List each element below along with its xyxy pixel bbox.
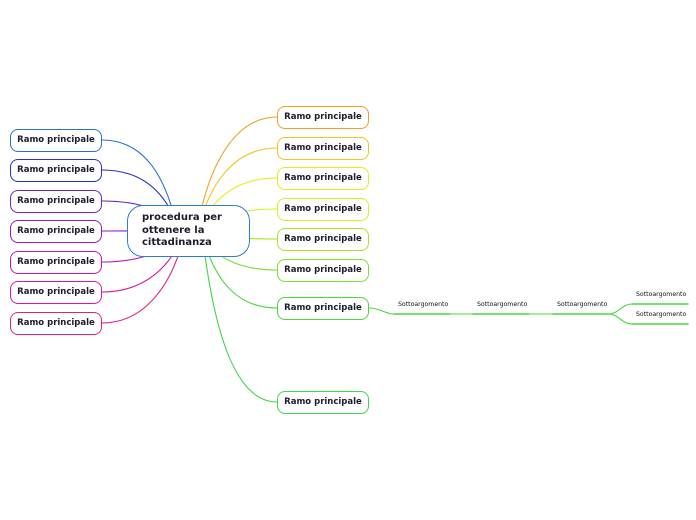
main-branch-right-2[interactable]: Ramo principale [277,136,369,160]
main-branch-right-3[interactable]: Ramo principale [277,166,369,190]
main-branch-left-1[interactable]: Ramo principale [10,128,102,152]
connector-sub-5 [608,313,633,325]
connector-sub-1 [368,307,395,315]
main-branch-right-7[interactable]: Ramo principale [277,296,369,320]
main-branch-left-4[interactable]: Ramo principale [10,219,102,243]
subtopic-3-2[interactable]: Sottoargomento [636,311,687,318]
connector-right-8 [202,238,278,403]
main-branch-left-2[interactable]: Ramo principale [10,158,102,182]
main-branch-left-3[interactable]: Ramo principale [10,189,102,213]
main-branch-left-5[interactable]: Ramo principale [10,250,102,274]
main-branch-right-5[interactable]: Ramo principale [277,227,369,251]
central-topic[interactable]: procedura per ottenere la cittadinanza [127,205,250,257]
main-branch-right-4[interactable]: Ramo principale [277,197,369,221]
main-branch-right-6[interactable]: Ramo principale [277,258,369,282]
main-branch-right-8[interactable]: Ramo principale [277,390,369,414]
connector-sub-4 [608,303,633,315]
subtopic-3-1[interactable]: Sottoargomento [636,291,687,298]
subtopic-1[interactable]: Sottoargomento [398,301,449,308]
subtopic-3[interactable]: Sottoargomento [557,301,608,308]
main-branch-left-7[interactable]: Ramo principale [10,311,102,335]
subtopic-2[interactable]: Sottoargomento [477,301,528,308]
main-branch-left-6[interactable]: Ramo principale [10,280,102,304]
main-branch-right-1[interactable]: Ramo principale [277,105,369,129]
